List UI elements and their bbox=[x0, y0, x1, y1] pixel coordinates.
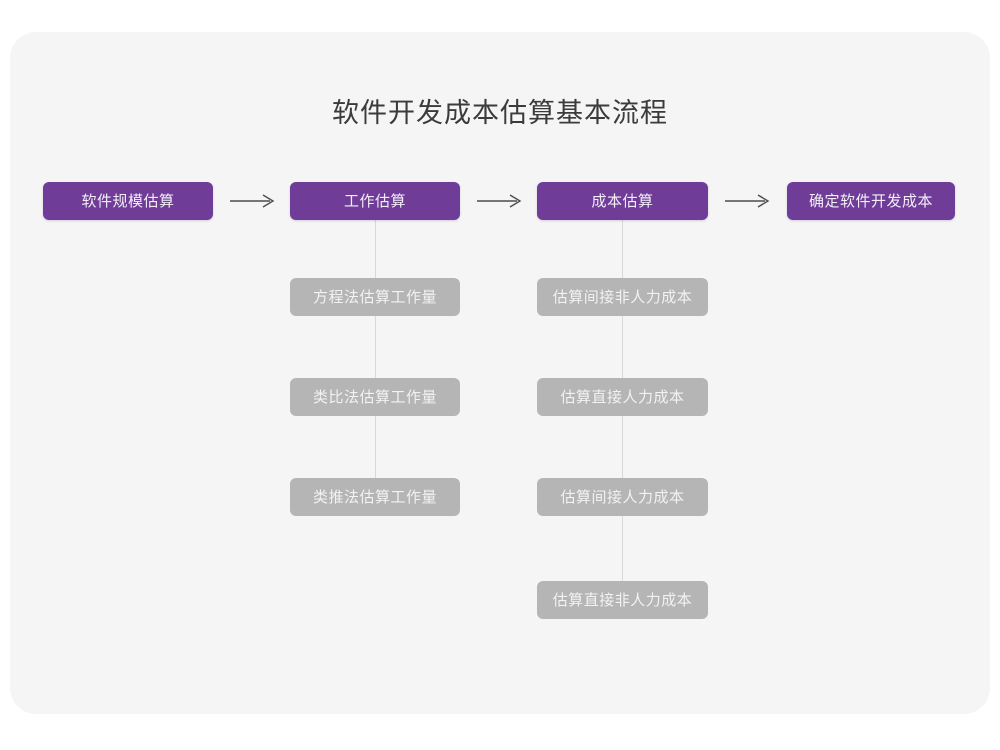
branch-connector-1 bbox=[375, 219, 376, 497]
arrow-icon-1 bbox=[225, 182, 280, 220]
flow-step-label: 成本估算 bbox=[591, 192, 654, 210]
flow-step-label: 工作估算 bbox=[343, 192, 406, 210]
branch-item-label: 方程法估算工作量 bbox=[312, 288, 437, 306]
page-title: 软件开发成本估算基本流程 bbox=[332, 98, 668, 128]
branch-item-label: 估算直接非人力成本 bbox=[552, 591, 693, 609]
flow-step-software-scale-estimation[interactable]: 软件规模估算 bbox=[43, 182, 213, 220]
branch1-item-analogy-method[interactable]: 类比法估算工作量 bbox=[290, 378, 460, 416]
branch2-item-indirect-labor-cost[interactable]: 估算间接人力成本 bbox=[537, 478, 708, 516]
flow-step-work-estimation[interactable]: 工作估算 bbox=[290, 182, 460, 220]
branch-item-label: 类推法估算工作量 bbox=[312, 488, 437, 506]
branch-item-label: 估算间接人力成本 bbox=[560, 488, 685, 506]
branch2-item-direct-labor-cost[interactable]: 估算直接人力成本 bbox=[537, 378, 708, 416]
branch-item-label: 估算间接非人力成本 bbox=[552, 288, 693, 306]
branch2-item-indirect-nonlabor-cost[interactable]: 估算间接非人力成本 bbox=[537, 278, 708, 316]
arrow-icon-3 bbox=[720, 182, 775, 220]
flow-step-determine-development-cost[interactable]: 确定软件开发成本 bbox=[787, 182, 955, 220]
branch1-item-analogical-method[interactable]: 类推法估算工作量 bbox=[290, 478, 460, 516]
flow-step-cost-estimation[interactable]: 成本估算 bbox=[537, 182, 708, 220]
flow-step-label: 确定软件开发成本 bbox=[808, 192, 933, 210]
branch-item-label: 估算直接人力成本 bbox=[560, 388, 685, 406]
flow-step-label: 软件规模估算 bbox=[81, 192, 175, 210]
branch2-item-direct-nonlabor-cost[interactable]: 估算直接非人力成本 bbox=[537, 581, 708, 619]
arrow-icon-2 bbox=[472, 182, 527, 220]
diagram-card bbox=[10, 32, 990, 714]
branch1-item-equation-method[interactable]: 方程法估算工作量 bbox=[290, 278, 460, 316]
branch-item-label: 类比法估算工作量 bbox=[312, 388, 437, 406]
